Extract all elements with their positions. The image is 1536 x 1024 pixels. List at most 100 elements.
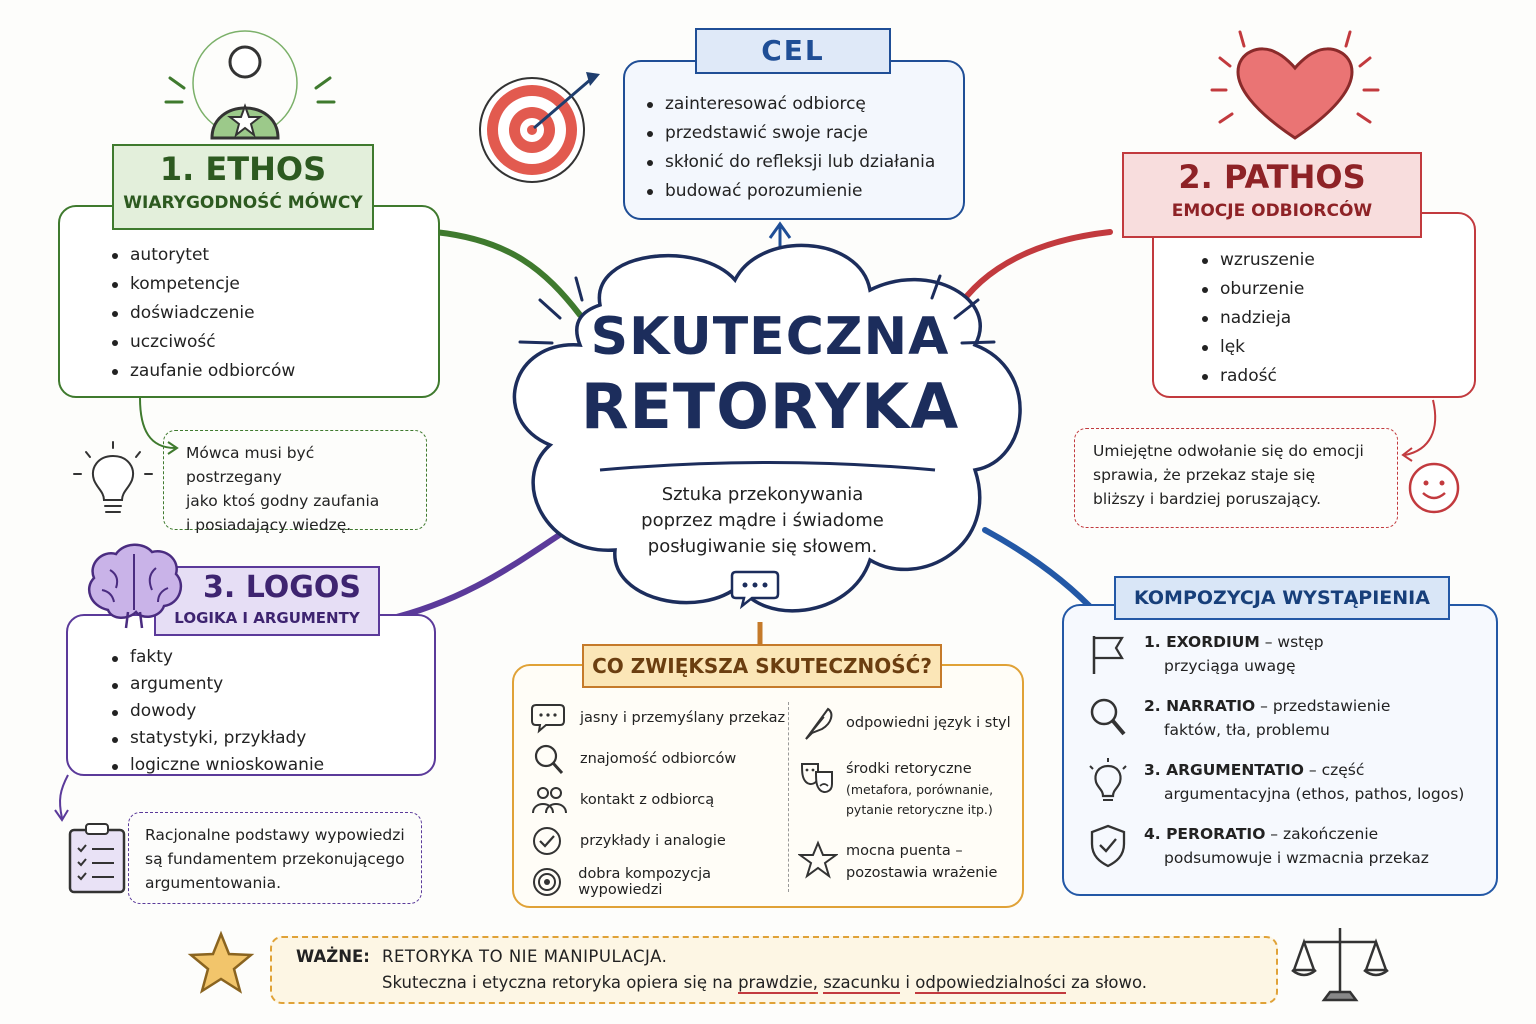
list-item: fakty — [108, 644, 434, 671]
star-icon — [798, 840, 838, 879]
list-item-label: jasny i przemyślany przekaz — [580, 710, 786, 726]
speech-bubble-icon — [730, 570, 780, 610]
stage-desc: – wstęp — [1259, 633, 1324, 651]
list-item: wzruszenie — [1198, 246, 1474, 275]
wazne-text-end: za słowo. — [1065, 973, 1148, 992]
stage-desc: – przedstawienie — [1255, 697, 1391, 715]
list-item: 3. ARGUMENTATIO – część argumentacyjna (… — [1084, 758, 1484, 822]
lightbulb-icon — [73, 441, 153, 513]
center-subtitle: Sztuka przekonywania poprzez mądre i świ… — [590, 482, 935, 560]
stage-name: 3. ARGUMENTATIO — [1144, 761, 1304, 779]
target-small-icon — [533, 868, 561, 896]
logos-note-line2: są fundamentem przekonującego — [145, 850, 405, 868]
list-item: oburzenie — [1198, 275, 1474, 304]
cel-ribbon: CEL — [695, 28, 891, 74]
list-item-label: pozostawia wrażenie — [846, 865, 998, 881]
list-item: radość — [1198, 362, 1474, 391]
pathos-note-line2: sprawia, że przekaz staje się — [1093, 466, 1316, 484]
list-item: środki retoryczne (metafora, porównanie,… — [798, 758, 1018, 838]
list-item: argumenty — [108, 671, 434, 698]
heart-icon — [1210, 30, 1380, 140]
speech-bubble-icon — [531, 704, 565, 734]
list-item: autorytet — [108, 241, 438, 270]
people-icon — [532, 787, 567, 814]
list-item: 4. PERORATIO – zakończenie podsumowuje i… — [1084, 822, 1484, 886]
feather-pen-icon — [805, 707, 833, 740]
list-item: mocna puenta – pozostawia wrażenie — [798, 840, 1018, 890]
wazne-content: WAŻNE: RETORYKA TO NIE MANIPULACJA. Skut… — [296, 944, 1256, 996]
logos-connector — [382, 525, 573, 623]
person-star-icon — [192, 30, 298, 140]
center-subtitle-line3: posługiwanie się słowem. — [647, 536, 878, 557]
list-item: logiczne wnioskowanie — [108, 752, 434, 779]
list-item: dowody — [108, 698, 434, 725]
list-item: odpowiedni język i styl — [798, 700, 1018, 746]
logos-box: fakty argumenty dowody statystyki, przyk… — [66, 614, 436, 776]
ethos-note-line1: Mówca musi być postrzegany — [186, 444, 315, 486]
kompozycja-list: 1. EXORDIUM – wstęp przyciąga uwagę 2. N… — [1084, 630, 1484, 886]
lightbulb-icon — [1089, 758, 1127, 801]
kompozycja-connector — [982, 527, 1101, 618]
logos-subtitle: LOGIKA I ARGUMENTY — [174, 609, 360, 627]
logos-note-line3: argumentowania. — [145, 874, 282, 892]
list-item-label: mocna puenta – — [846, 843, 963, 859]
magnifier-icon — [534, 744, 564, 775]
wazne-label: WAŻNE: — [296, 947, 370, 966]
pathos-list: wzruszenie oburzenie nadzieja lęk radość — [1198, 246, 1474, 391]
wazne-line1: RETORYKA TO NIE MANIPULACJA. — [382, 947, 668, 966]
kompozycja-ribbon: KOMPOZYCJA WYSTĄPIENIA — [1114, 576, 1450, 620]
magnifier-icon — [1090, 698, 1126, 736]
list-item: uczciwość — [108, 328, 438, 357]
brain-icon — [88, 543, 183, 629]
separator: i — [900, 973, 916, 992]
list-item: kontakt z odbiorcą — [530, 780, 790, 820]
keyword-odpowiedzialnosc: odpowiedzialności — [915, 973, 1066, 994]
stage-detail: przyciąga uwagę — [1164, 657, 1296, 675]
list-item: lęk — [1198, 333, 1474, 362]
list-item-label: znajomość odbiorców — [580, 751, 737, 767]
clipboard-icon — [68, 823, 126, 894]
scales-icon — [1291, 928, 1389, 1002]
pathos-ribbon: 2. PATHOS EMOCJE ODBIORCÓW — [1122, 152, 1422, 238]
list-item: nadzieja — [1198, 304, 1474, 333]
list-item: skłonić do refleksji lub działania — [643, 148, 963, 177]
pathos-title: 2. PATHOS — [1178, 158, 1366, 196]
list-item-label: dobra kompozycja wypowiedzi — [578, 866, 711, 898]
keyword-szacunek: szacunku — [823, 973, 901, 994]
skutecznosc-divider — [788, 702, 789, 892]
flag-icon — [1092, 636, 1124, 674]
kompozycja-box — [1062, 604, 1498, 896]
list-item: zaufanie odbiorców — [108, 357, 438, 386]
stage-detail: faktów, tła, problemu — [1164, 721, 1330, 739]
center-title-line2: RETORYKA — [580, 370, 960, 443]
cel-box: zainteresować odbiorcę przedstawić swoje… — [623, 60, 965, 220]
list-item: zainteresować odbiorcę — [643, 90, 963, 119]
pathos-note-line3: bliższy i bardziej poruszający. — [1093, 490, 1322, 508]
skutecznosc-right-list: odpowiedni język i styl środki retoryczn… — [798, 700, 1018, 890]
list-item: przedstawić swoje racje — [643, 119, 963, 148]
wazne-line2: Skuteczna i etyczna retoryka opiera się … — [296, 970, 1256, 996]
pathos-note: Umiejętne odwołanie się do emocji sprawi… — [1074, 428, 1398, 528]
list-item: 2. NARRATIO – przedstawienie faktów, tła… — [1084, 694, 1484, 758]
list-item: doświadczenie — [108, 299, 438, 328]
stage-desc: – zakończenie — [1265, 825, 1379, 843]
pathos-box: wzruszenie oburzenie nadzieja lęk radość — [1152, 212, 1476, 398]
list-item-label: przykłady i analogie — [580, 833, 726, 849]
list-item-label: środki retoryczne — [846, 761, 972, 777]
person-rays — [164, 76, 336, 104]
list-item: przykłady i analogie — [530, 821, 790, 861]
star-icon — [187, 930, 255, 994]
logos-list: fakty argumenty dowody statystyki, przyk… — [108, 644, 434, 779]
logos-note-line1: Racjonalne podstawy wypowiedzi — [145, 826, 405, 844]
emphasis-strokes — [518, 274, 996, 345]
skutecznosc-ribbon: CO ZWIĘKSZA SKUTECZNOŚĆ? — [582, 644, 942, 688]
pathos-subtitle: EMOCJE ODBIORCÓW — [1171, 201, 1373, 221]
list-item: statystyki, przykłady — [108, 725, 434, 752]
list-item: dobra kompozycja wypowiedzi — [530, 862, 790, 902]
list-item-detail: (metafora, porównanie, — [846, 782, 994, 797]
ethos-ribbon: 1. ETHOS WIARYGODNOŚĆ MÓWCY — [112, 144, 374, 230]
pathos-note-line1: Umiejętne odwołanie się do emocji — [1093, 442, 1364, 460]
list-item: budować porozumienie — [643, 177, 963, 206]
ethos-box: autorytet kompetencje doświadczenie uczc… — [58, 205, 440, 398]
